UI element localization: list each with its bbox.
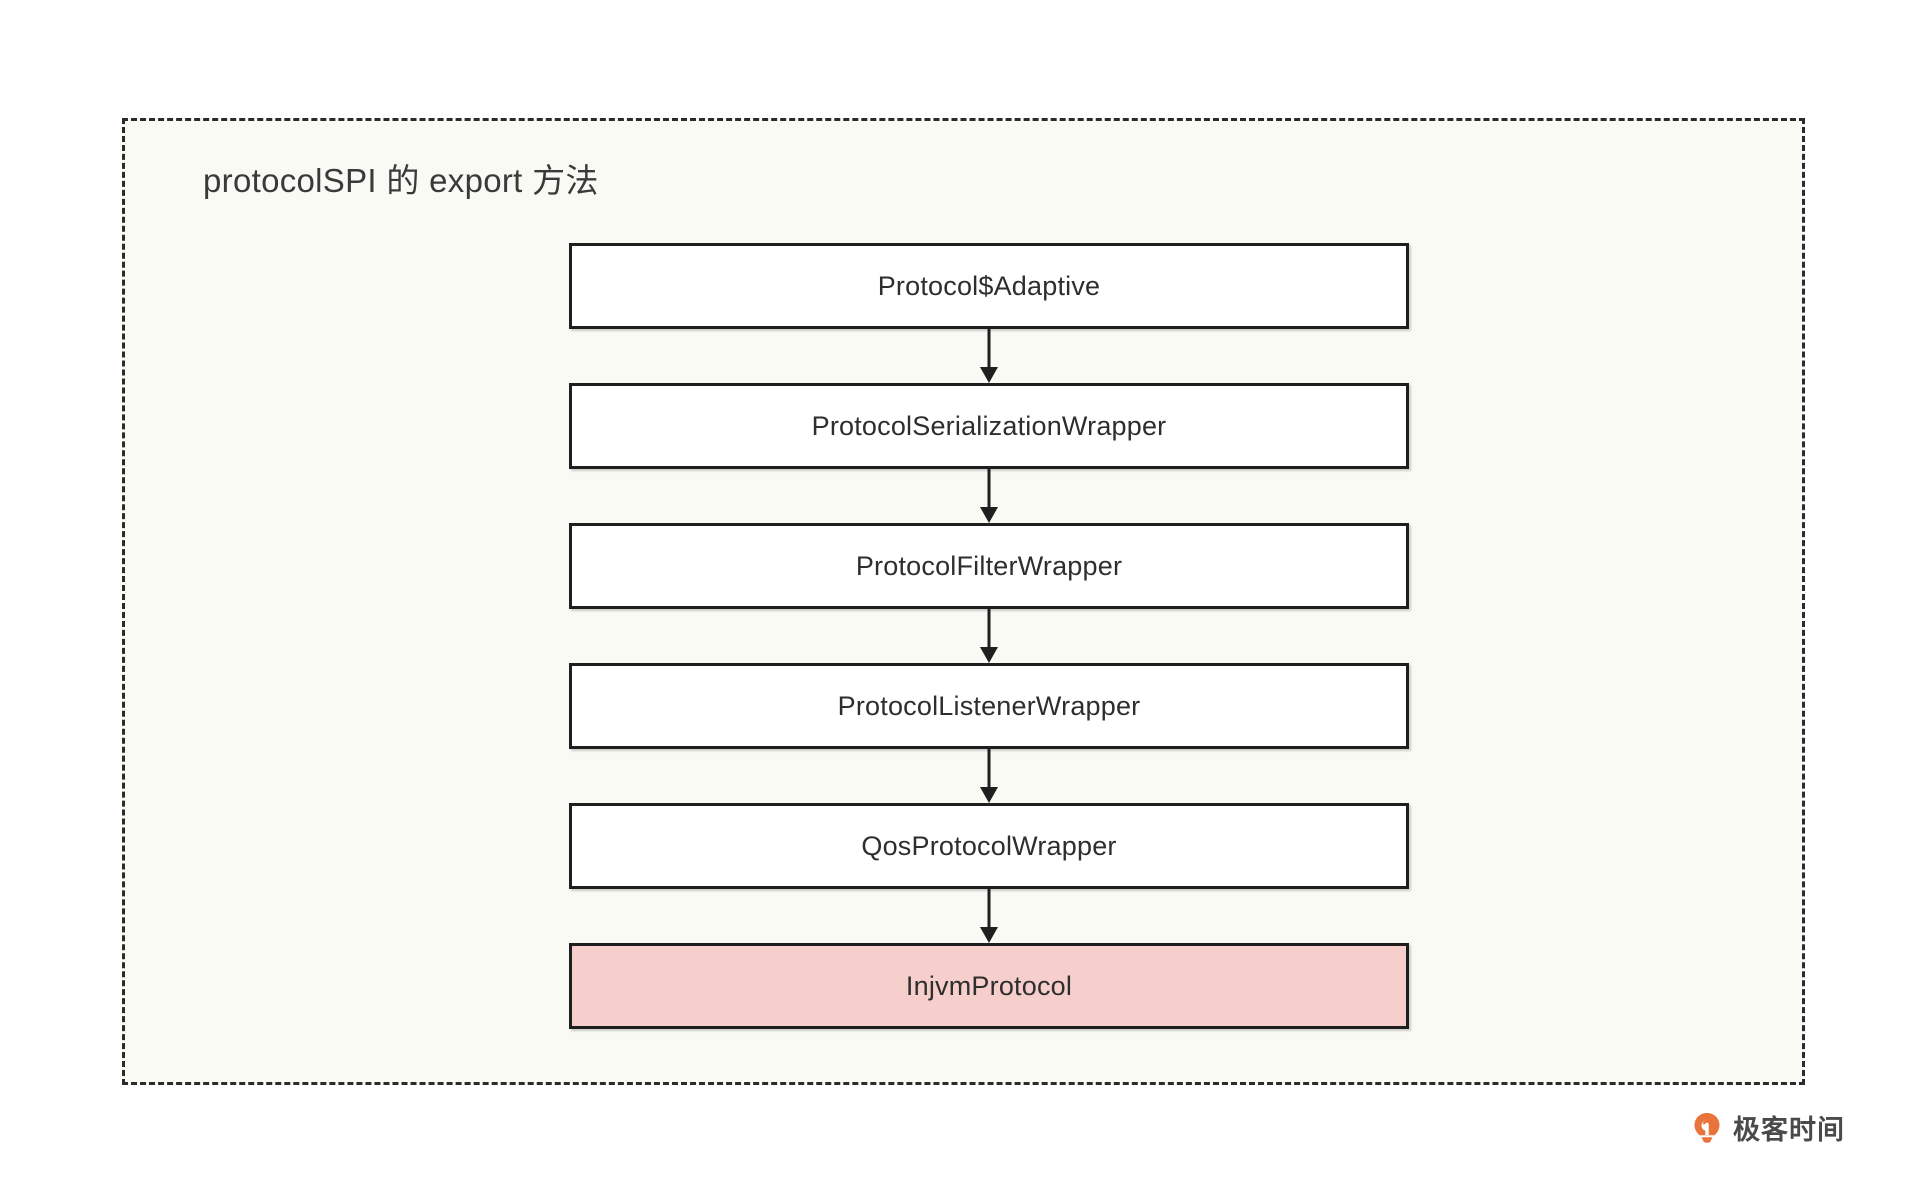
flow-node-protocol-filter-wrapper[interactable]: ProtocolFilterWrapper bbox=[569, 523, 1409, 609]
flow-node-qos-protocol-wrapper[interactable]: QosProtocolWrapper bbox=[569, 803, 1409, 889]
diagram-title: protocolSPI 的 export 方法 bbox=[203, 162, 599, 199]
flow-connector-1 bbox=[569, 467, 1409, 523]
flow-node-label: InjvmProtocol bbox=[905, 970, 1073, 1001]
flow-node-label: QosProtocolWrapper bbox=[861, 830, 1117, 861]
flow-node-label: ProtocolSerializationWrapper bbox=[811, 410, 1167, 441]
flow-node-protocol-serialization-wrapper[interactable]: ProtocolSerializationWrapper bbox=[569, 383, 1409, 469]
flow-connector-0 bbox=[569, 327, 1409, 383]
flow-column: Protocol$Adaptive ProtocolSerializationW… bbox=[569, 243, 1409, 1029]
flow-connector-2 bbox=[569, 607, 1409, 663]
flow-node-protocol-listener-wrapper[interactable]: ProtocolListenerWrapper bbox=[569, 663, 1409, 749]
flow-connector-3 bbox=[569, 747, 1409, 803]
flow-node-protocol-adaptive[interactable]: Protocol$Adaptive bbox=[569, 243, 1409, 329]
flow-node-injvm-protocol[interactable]: InjvmProtocol bbox=[569, 943, 1409, 1029]
flow-node-label: ProtocolFilterWrapper bbox=[855, 550, 1123, 581]
watermark-label: 极客时间 bbox=[1733, 1115, 1845, 1145]
diagram-container: protocolSPI 的 export 方法 Protocol$Adaptiv… bbox=[122, 118, 1805, 1085]
lightbulb-icon bbox=[1690, 1111, 1724, 1145]
flow-node-label: ProtocolListenerWrapper bbox=[837, 690, 1141, 721]
flow-node-label: Protocol$Adaptive bbox=[877, 270, 1101, 301]
flow-connector-4 bbox=[569, 887, 1409, 943]
watermark: 极客时间 bbox=[1690, 1108, 1845, 1147]
